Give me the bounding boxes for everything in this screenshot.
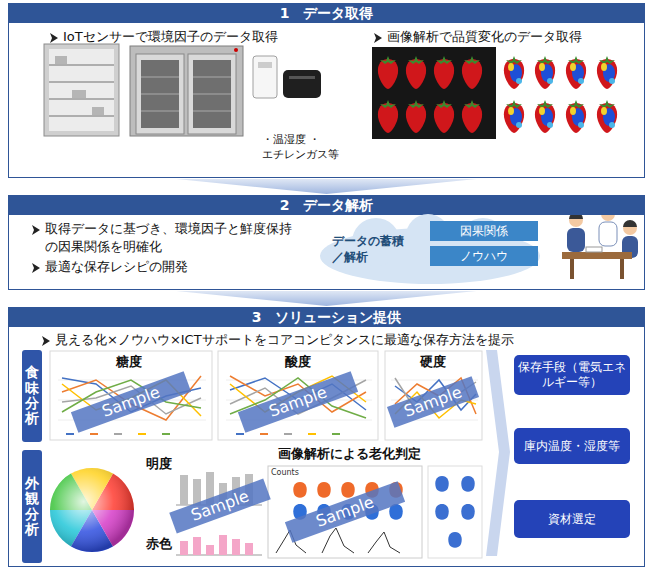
vertical-label: 外観分析 bbox=[25, 476, 39, 538]
output-box: 庫内温度・湿度等 bbox=[514, 428, 630, 464]
output-box: 保存手段（電気エネルギー等） bbox=[514, 355, 630, 395]
chart-title: 画像解析による老化判定 bbox=[278, 446, 421, 462]
bullet-marker bbox=[49, 32, 59, 44]
bullet-item: 最適な保存レシピの開発 bbox=[31, 258, 301, 276]
line-chart bbox=[385, 351, 482, 440]
sensor-note: ・温湿度 ・エチレンガス等 bbox=[262, 133, 362, 163]
bullet-text: 画像解析で品質変化のデータ取得 bbox=[387, 28, 643, 46]
aging-analysis-image bbox=[268, 466, 482, 558]
box-label: 庫内温度・湿度等 bbox=[524, 439, 620, 454]
bullet-text: 見える化×ノウハウ×ICTサポートをコアコンピタンスに最適な保存方法を提示 bbox=[55, 331, 631, 349]
chart-title: 赤色 bbox=[146, 536, 172, 552]
chart-title: 明度 bbox=[146, 456, 172, 472]
category-band: 食味分析 bbox=[22, 350, 42, 442]
box-label: 保存手段（電気エネルギー等） bbox=[518, 360, 626, 390]
line-chart bbox=[218, 351, 378, 440]
refrigerator-photo bbox=[44, 44, 119, 136]
heading-band: 2 データ解析 bbox=[9, 196, 644, 215]
chart-title: 酸度 bbox=[285, 354, 311, 370]
section-panel: 2 データ解析因果関係ノウハウ データの蓄積／解析取得データに基づき、環境因子と鮮… bbox=[8, 195, 645, 290]
bullet-marker bbox=[41, 335, 51, 347]
line-chart bbox=[50, 351, 212, 440]
color-solid-figure bbox=[50, 468, 134, 552]
keyword-box: ノウハウ bbox=[430, 246, 538, 266]
sensor-photo bbox=[253, 56, 321, 98]
flow-chevron bbox=[177, 291, 477, 306]
output-box: 資材選定 bbox=[514, 500, 630, 538]
bullet-text: IoTセンサーで環境因子のデータ取得 bbox=[63, 28, 349, 46]
bullet-item: IoTセンサーで環境因子のデータ取得 bbox=[49, 28, 349, 46]
bullet-marker bbox=[31, 262, 41, 274]
axis-label: Counts bbox=[271, 468, 299, 478]
vertical-label: 食味分析 bbox=[25, 365, 39, 427]
heading-band: 1 データ取得 bbox=[9, 4, 644, 23]
bullet-marker bbox=[31, 224, 41, 236]
chart-title: 硬度 bbox=[420, 354, 446, 370]
heading-text: 3 ソリューション提供 bbox=[9, 308, 644, 327]
heading-text: 1 データ取得 bbox=[9, 4, 644, 23]
bullet-marker bbox=[373, 32, 383, 44]
category-band: 外観分析 bbox=[22, 450, 42, 563]
flow-chevron bbox=[177, 179, 477, 194]
box-label: ノウハウ bbox=[460, 249, 508, 264]
bullet-item: 取得データに基づき、環境因子と鮮度保持の因果関係を明確化 bbox=[31, 220, 301, 255]
bullet-text: 最適な保存レシピの開発 bbox=[45, 258, 301, 276]
heading-band: 3 ソリューション提供 bbox=[9, 308, 644, 327]
meeting-illustration bbox=[562, 206, 638, 279]
cloud-label: データの蓄積／解析 bbox=[332, 234, 412, 265]
box-label: 資材選定 bbox=[548, 512, 596, 527]
bullet-text: 取得データに基づき、環境因子と鮮度保持の因果関係を明確化 bbox=[45, 220, 301, 255]
storage-chamber-photo bbox=[130, 46, 243, 136]
chart-title: 糖度 bbox=[116, 354, 142, 370]
box-label: 因果関係 bbox=[460, 224, 508, 239]
heading-text: 2 データ解析 bbox=[9, 196, 644, 215]
bullet-item: 見える化×ノウハウ×ICTサポートをコアコンピタンスに最適な保存方法を提示 bbox=[41, 331, 631, 349]
result-arrow bbox=[486, 350, 510, 556]
strawberry-photo bbox=[372, 47, 496, 139]
analysed-strawberry-image bbox=[504, 56, 617, 133]
keyword-box: 因果関係 bbox=[430, 221, 538, 241]
bullet-item: 画像解析で品質変化のデータ取得 bbox=[373, 28, 643, 46]
cloud-shape: 因果関係ノウハウ データの蓄積／解析 bbox=[318, 214, 543, 286]
